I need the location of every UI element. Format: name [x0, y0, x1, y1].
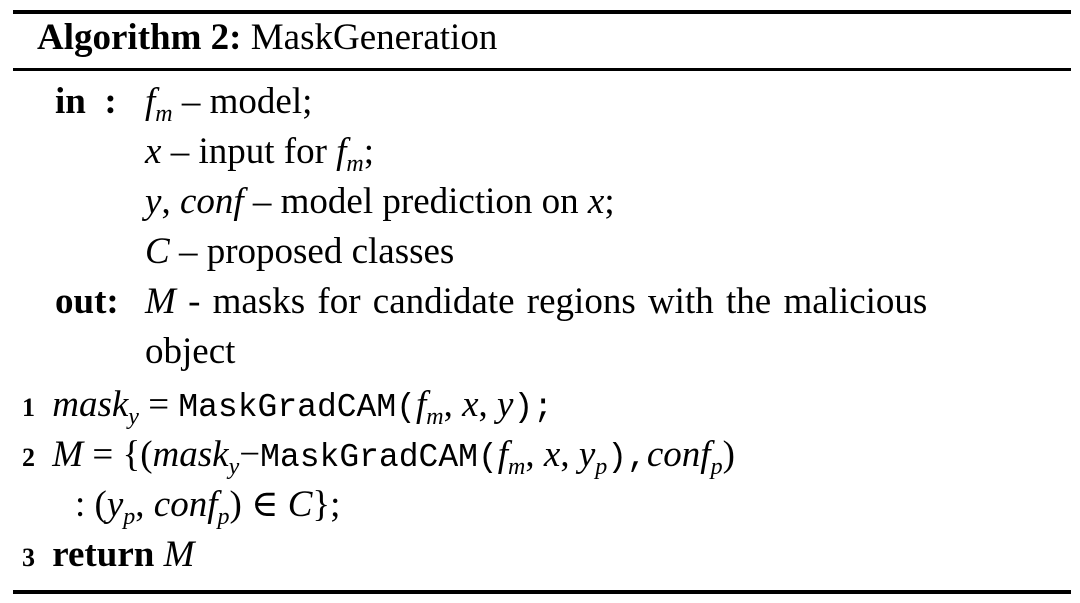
output-text: - masks for candidate regions with the m…: [175, 281, 928, 322]
output-keyword-line: out:: [55, 280, 119, 324]
math-mask: mask: [52, 384, 129, 425]
comma: ,: [443, 384, 463, 425]
math-sub-p: p: [710, 454, 723, 480]
math-M: M: [163, 534, 195, 575]
comma: ,: [478, 384, 498, 425]
header-rule: [13, 68, 1071, 71]
math-sub-p: p: [217, 504, 230, 530]
algorithm-label: Algorithm 2:: [37, 17, 242, 58]
math-M: M: [145, 281, 176, 322]
return-keyword: return: [52, 534, 155, 575]
input-classes: C – proposed classes: [145, 230, 454, 274]
math-y: y: [497, 384, 514, 425]
math-y: y: [145, 181, 162, 222]
math-x: x: [462, 384, 479, 425]
line-number: 3: [22, 543, 35, 572]
math-sub-m: m: [346, 151, 364, 177]
math-conf: conf: [179, 181, 244, 222]
math-y: y: [106, 484, 124, 525]
math-f: f: [336, 131, 347, 172]
input-desc: – proposed classes: [169, 231, 455, 272]
element-of: ) ∈: [229, 484, 288, 525]
func-maskgradcam: MaskGradCAM(: [178, 389, 416, 426]
math-y: y: [578, 434, 596, 475]
input-desc: – model prediction on: [243, 181, 588, 222]
equals: =: [138, 384, 179, 425]
comma: ,: [525, 434, 544, 475]
output-desc: M - masks for candidate regions with the…: [145, 280, 927, 324]
line-number: 1: [22, 393, 35, 422]
out-keyword: out:: [55, 281, 119, 322]
input-desc: – model;: [172, 81, 313, 122]
minus: −: [239, 434, 261, 475]
math-mask: mask: [152, 434, 229, 475]
bottom-rule: [13, 590, 1071, 594]
math-x: x: [587, 181, 605, 222]
comma: ,: [135, 484, 154, 525]
top-rule: [13, 10, 1071, 14]
colon-paren: : (: [75, 484, 107, 525]
input-desc-end: ;: [604, 181, 615, 222]
output-text-cont: object: [145, 331, 236, 372]
comma: ,: [560, 434, 579, 475]
math-conf: conf: [153, 484, 218, 525]
input-model: fm – model;: [145, 80, 313, 127]
line-number: 2: [22, 443, 35, 472]
in-keyword: in: [55, 81, 86, 122]
input-desc: – input for: [161, 131, 337, 172]
math-f: f: [497, 434, 509, 475]
func-maskgradcam: MaskGradCAM(: [260, 439, 498, 476]
input-line-1: in :: [55, 80, 117, 124]
math-conf: conf: [646, 434, 711, 475]
math-M: M: [52, 434, 84, 475]
math-C: C: [287, 484, 313, 525]
paren-close: ): [722, 434, 735, 475]
func-close: ),: [607, 439, 647, 476]
math-C: C: [145, 231, 170, 272]
step-3: 3 return M: [22, 533, 194, 580]
math-f: f: [145, 81, 156, 122]
algorithm-header: Algorithm 2: MaskGeneration: [37, 16, 497, 60]
step-2-continuation: : (yp, confp) ∈ C};: [75, 483, 341, 530]
set-close: };: [312, 484, 341, 525]
in-colon: :: [104, 81, 117, 122]
math-sub-m: m: [426, 404, 444, 430]
math-sub-p: p: [595, 454, 608, 480]
equals-set-open: = {(: [83, 434, 153, 475]
math-x: x: [543, 434, 561, 475]
algorithm-name: MaskGeneration: [250, 17, 498, 58]
output-desc-cont: object: [145, 330, 235, 374]
input-prediction: y, conf – model prediction on x;: [145, 180, 615, 224]
comma: ,: [161, 181, 180, 222]
input-x: x – input for fm;: [145, 130, 375, 177]
step-2: 2 M = {(masky−MaskGradCAM(fm, x, yp),con…: [22, 433, 735, 480]
func-close: );: [513, 389, 554, 426]
math-f: f: [415, 384, 427, 425]
math-sub-y: y: [128, 404, 139, 430]
input-desc-end: ;: [363, 131, 375, 172]
math-sub-y: y: [228, 454, 240, 480]
math-x: x: [145, 131, 162, 172]
step-1: 1 masky = MaskGradCAM(fm, x, y);: [22, 383, 553, 430]
math-sub-m: m: [155, 101, 173, 127]
math-sub-p: p: [123, 504, 136, 530]
math-sub-m: m: [508, 454, 526, 480]
